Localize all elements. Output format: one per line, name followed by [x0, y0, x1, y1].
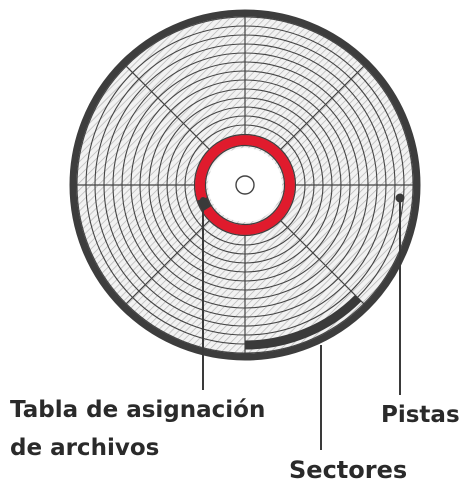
sector-line [124, 64, 210, 150]
fat-ring-inner-edge [204, 144, 286, 226]
fat-leader-dot [200, 197, 206, 203]
tracks-label: Pistas [381, 402, 460, 428]
sector-line [280, 220, 366, 306]
sector-line [280, 64, 366, 150]
disk-rim [69, 9, 421, 361]
sector-lines [75, 15, 415, 355]
fat-ring-outer-edge [193, 133, 297, 237]
sector-highlight [244, 294, 362, 350]
sectors-label: Sectores [289, 456, 408, 484]
fat-label-line2: de archivos [10, 435, 160, 461]
spindle-hole [235, 175, 255, 195]
fat-label-line1: Tabla de asignación [10, 397, 266, 423]
sector-line [124, 220, 210, 306]
tracks-leader-dot [395, 193, 405, 203]
fat-ring [195, 135, 295, 235]
